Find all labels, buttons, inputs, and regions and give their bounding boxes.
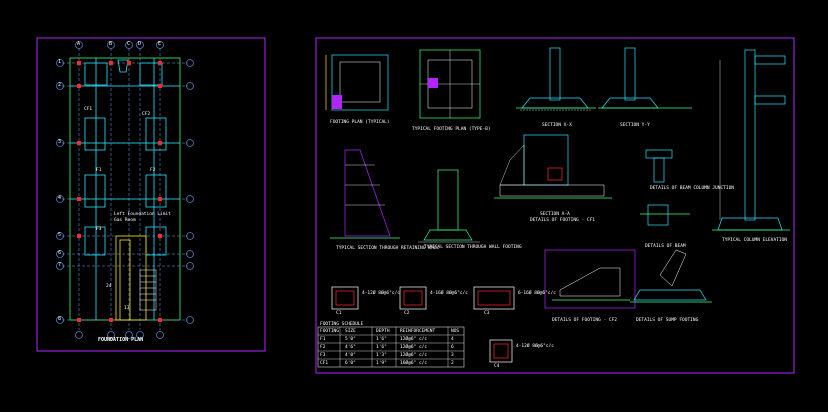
column-section-note: 4-12Ø 8Ø@6"c/c	[516, 344, 554, 349]
plan-note: Gas Room	[114, 218, 136, 223]
title-details-column: DETAILS OF BEAM COLUMN JUNCTION	[650, 186, 734, 191]
schedule-cell: 12Ø@6" c/c	[400, 353, 428, 358]
title-section-yy: SECTION Y-Y	[620, 123, 650, 128]
count-label: 13	[124, 306, 130, 311]
column-section-note: 4-12Ø 8Ø@6"c/c	[362, 291, 400, 296]
title-section-aa: SECTION A-A	[540, 212, 570, 217]
detail-drawings	[317, 47, 790, 368]
schedule-header: FOOTING	[320, 329, 339, 334]
title-wall-footing: TYPICAL SECTION THROUGH WALL FOOTING	[424, 245, 522, 250]
title-column-elevation: TYPICAL COLUMN ELEVATION	[722, 238, 788, 243]
schedule-cell: 1'9"	[376, 361, 387, 366]
schedule-cell: 6	[451, 345, 454, 350]
right-sheet-border	[315, 37, 795, 374]
axis-label: 1	[58, 59, 62, 65]
axis-label: E	[158, 41, 162, 47]
footing-tag: F1	[96, 168, 102, 173]
schedule-cell: 5'0"	[345, 337, 356, 342]
axis-label: A	[77, 41, 81, 47]
schedule-cell: 3	[451, 353, 454, 358]
title-typical-footing-plan: TYPICAL FOOTING PLAN (TYPE-B)	[412, 127, 491, 132]
axis-label: D	[138, 41, 142, 47]
footing-tag: F3	[96, 227, 102, 232]
title-details-cf1: DETAILS OF FOOTING - CF1	[530, 218, 596, 223]
column-section-tag: C1	[336, 311, 342, 316]
footing-tag: CF1	[84, 107, 93, 112]
footing-tag: CF2	[142, 112, 151, 117]
schedule-cell: 12Ø@6" c/c	[400, 345, 428, 350]
axis-label: C	[127, 41, 131, 47]
title-details-cf2: DETAILS OF FOOTING - CF2	[552, 318, 618, 323]
count-label: 24	[106, 284, 112, 289]
schedule-cell: 4	[451, 337, 454, 342]
schedule-cell: F3	[320, 353, 326, 358]
axis-label: 4	[58, 195, 62, 201]
footing-tag: F2	[150, 168, 156, 173]
column-section-tag: C2	[404, 311, 410, 316]
plan-note: Left Foundation Limit	[114, 212, 171, 217]
schedule-cell: F1	[320, 337, 326, 342]
axis-label: 7	[58, 262, 62, 268]
axis-label: 5	[58, 232, 62, 238]
axis-label: 8	[58, 316, 62, 322]
column-section-note: 4-16Ø 8Ø@6"c/c	[430, 291, 468, 296]
schedule-cell: 4'6"	[345, 345, 356, 350]
schedule-cell: F2	[320, 345, 326, 350]
title-details-sump: DETAILS OF SUMP FOOTING	[636, 318, 699, 323]
schedule-header: REINFORCEMENT	[400, 329, 436, 334]
title-footing-plan-typ: FOOTING PLAN (TYPICAL)	[330, 120, 390, 125]
axis-label: 6	[58, 250, 62, 256]
title-details-beam: DETAILS OF BEAM	[645, 244, 686, 249]
schedule-cell: 16Ø@6" c/c	[400, 361, 428, 366]
column-section-tag: C4	[494, 364, 500, 369]
title-retaining-wall: TYPICAL SECTION THROUGH RETAINING WALL	[336, 246, 439, 251]
schedule-header: NOS	[451, 329, 460, 334]
title-section-xx: SECTION X-X	[542, 123, 572, 128]
column-section-note: 6-16Ø 8Ø@6"c/c	[518, 291, 556, 296]
left-sheet-border	[36, 37, 266, 352]
schedule-cell: CF1	[320, 361, 329, 366]
foundation-plan-title: FOUNDATION PLAN	[98, 337, 144, 343]
axis-label: B	[109, 41, 113, 47]
axis-label: 3	[58, 139, 62, 145]
column-section-tag: C3	[484, 311, 490, 316]
schedule-cell: 1'6"	[376, 337, 387, 342]
schedule-cell: 1'6"	[376, 345, 387, 350]
schedule-cell: 6'0"	[345, 361, 356, 366]
schedule-cell: 2	[451, 361, 454, 366]
schedule-header: DEPTH	[376, 329, 390, 334]
schedule-cell: 1'3"	[376, 353, 387, 358]
axis-label: 2	[58, 82, 62, 88]
schedule-cell: 12Ø@6" c/c	[400, 337, 428, 342]
foundation-plan	[56, 41, 194, 339]
schedule-header: SIZE	[345, 329, 356, 334]
title-schedule: FOOTING SCHEDULE	[320, 322, 364, 327]
schedule-cell: 4'0"	[345, 353, 356, 358]
